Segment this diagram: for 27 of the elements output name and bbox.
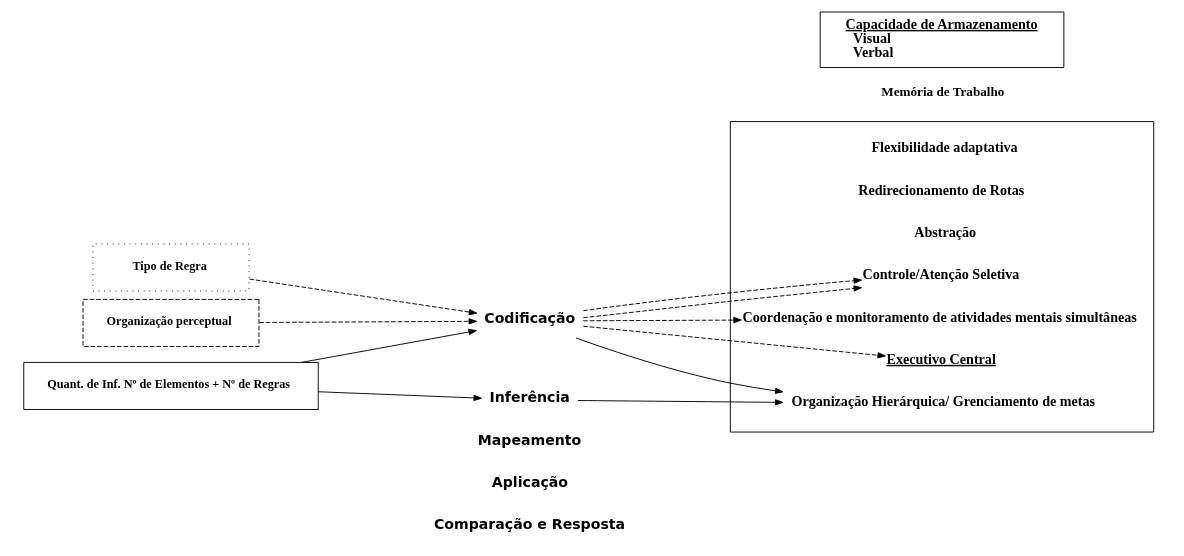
node-text: Redirecionamento de Rotas xyxy=(857,181,1024,198)
label: Comparação e Resposta xyxy=(433,516,625,533)
arrow xyxy=(582,325,886,359)
node-box: Quant. de Inf. Nº de Elementos + Nº de Regras xyxy=(22,361,319,410)
node-text: Codificação xyxy=(483,310,575,327)
arrow xyxy=(582,317,742,324)
arrow xyxy=(248,278,477,316)
arrow xyxy=(300,328,477,363)
node-text: Flexibilidade adaptativa xyxy=(870,139,1018,156)
node-text: Controle/Atenção Seletiva xyxy=(862,266,1019,283)
node-box: Tipo de Regra xyxy=(91,243,250,292)
label: Aplicação xyxy=(491,474,568,491)
node-text: Coordenação e monitoramento de atividades mentais simultâneas xyxy=(742,308,1137,325)
node-box: Capacidade de Armazenamento Visual Verbal xyxy=(819,11,1064,68)
arrow xyxy=(258,318,477,325)
node-text: Inferência xyxy=(488,389,570,406)
arrow xyxy=(576,399,783,406)
node-box: Organização perceptual xyxy=(82,298,259,347)
arrow xyxy=(575,337,783,394)
label: Mapeamento xyxy=(477,431,581,448)
arrow xyxy=(582,285,862,319)
label: Memória de Trabalho xyxy=(880,83,1004,99)
node-text: Organização Hierárquica/ Grenciamento de metas xyxy=(790,393,1095,410)
arrow xyxy=(317,391,482,401)
node-text: Executivo Central xyxy=(886,350,996,367)
node-text: Abstração xyxy=(913,223,976,240)
arrow xyxy=(582,277,862,312)
